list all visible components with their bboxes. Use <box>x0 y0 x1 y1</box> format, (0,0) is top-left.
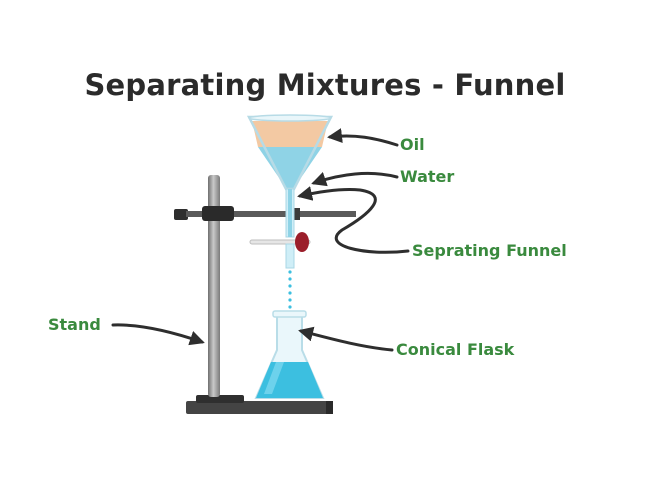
label-separating-funnel: Seprating Funnel <box>412 241 567 260</box>
conical-flask <box>254 310 325 399</box>
diagram-title: Separating Mixtures - Funnel <box>84 68 566 102</box>
label-oil: Oil <box>400 135 425 154</box>
arrow-flask <box>298 326 394 352</box>
clamp-arm <box>174 206 356 221</box>
arrow-oil <box>327 128 399 147</box>
label-stand: Stand <box>48 315 101 334</box>
separating-funnel <box>246 114 334 238</box>
stopcock <box>249 232 311 269</box>
arrow-water <box>311 171 399 187</box>
arrow-stand <box>111 323 205 346</box>
stand-rod <box>208 175 220 397</box>
arrow-funnel <box>297 186 410 254</box>
label-water: Water <box>400 167 455 186</box>
stand-base <box>186 395 333 414</box>
label-conical-flask: Conical Flask <box>396 340 515 359</box>
